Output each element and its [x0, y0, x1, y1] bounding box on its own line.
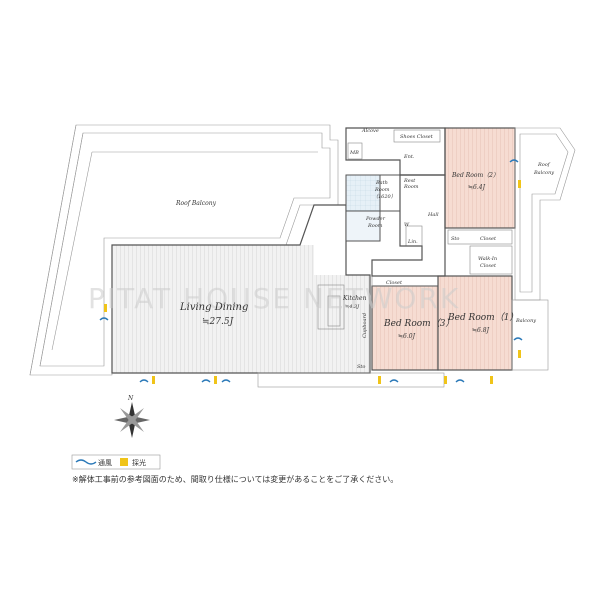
label-roof-balcony-right-1: Roof [537, 162, 551, 168]
label-rest-2: Room [403, 184, 419, 190]
powder-room [345, 210, 381, 242]
label-lin: Lin. [407, 239, 418, 245]
label-ent: Ent. [403, 154, 415, 160]
label-living-dining-size: ≒27.5J [202, 317, 235, 327]
roof-balcony-left [29, 124, 339, 376]
living-dining-floor [112, 245, 314, 373]
daylight-markers [104, 180, 521, 384]
closet-upper [447, 229, 513, 245]
legend-ventilation: 通風 [98, 458, 112, 467]
label-kitchen-size: ≒4.3J [345, 304, 360, 310]
label-sto-lower: Sto [357, 364, 365, 370]
label-mb: MB [349, 150, 359, 156]
label-roof-balcony-left: Roof Balcony [175, 200, 217, 207]
label-closet-mid: Closet [386, 280, 403, 286]
label-closet-upper: Closet [480, 236, 497, 242]
bedroom-1-floor [438, 276, 512, 370]
legend-daylight: 採光 [132, 458, 146, 467]
label-bedroom-1: Bed Room（1） [447, 312, 518, 323]
roof-balcony-right [514, 127, 576, 301]
label-living-dining: Living Dining [179, 302, 248, 313]
label-bedroom-3-size: ≒6.0J [398, 333, 416, 340]
kitchen-counter [317, 284, 345, 330]
balcony-right [511, 299, 549, 371]
compass-north-label: N [127, 395, 134, 402]
label-bedroom-1-size: ≒6.8J [472, 327, 490, 334]
living-dining-wall [111, 204, 371, 374]
label-bath-size: （1620） [373, 193, 396, 200]
label-sto-upper: Sto [451, 236, 459, 242]
disclaimer-note: ※解体工事前の参考図面のため、間取り仕様については変更があることをご了承ください… [72, 475, 399, 484]
label-kitchen: Kitchen [342, 295, 367, 302]
label-walk-in: Walk-In [478, 256, 497, 262]
label-w: W [404, 222, 410, 228]
compass-icon [114, 402, 150, 438]
kitchen-island [327, 295, 341, 327]
walk-in-closet [469, 245, 513, 275]
label-cupboard: Cupboard [362, 313, 368, 338]
kitchen-floor [314, 275, 370, 373]
label-rest: Rest [403, 178, 416, 184]
label-bath-2: Room [374, 187, 390, 193]
label-powder: Powder [365, 216, 386, 222]
legend: 通風 採光 [71, 454, 161, 470]
label-bedroom-2: Bed Room（2） [451, 171, 499, 179]
ventilation-legend-icon [75, 459, 97, 465]
label-walk-in-2: Closet [480, 263, 497, 269]
label-powder-2: Room [367, 223, 383, 229]
label-alcove: Alcove [361, 128, 379, 134]
label-hall: Hall [427, 212, 439, 218]
bedroom-2-floor [445, 128, 515, 228]
meter-box [347, 142, 363, 160]
balcony-strip [257, 372, 445, 388]
shoes-closet [393, 129, 441, 143]
label-bath: Bath [375, 180, 388, 186]
ventilation-markers [99, 159, 523, 383]
label-roof-balcony-right-2: Balcony [533, 170, 554, 176]
label-balcony: Balcony [515, 318, 536, 324]
label-bedroom-2-size: ≒6.4J [468, 184, 486, 191]
label-shoes-closet: Shoes Closet [400, 134, 434, 140]
bath-room [345, 174, 381, 212]
watermark: PITAT HOUSE NETWORK [88, 282, 460, 315]
hall-area [371, 174, 446, 277]
daylight-legend-icon [120, 458, 128, 466]
bedroom-3-floor [372, 286, 438, 370]
label-bedroom-3: Bed Room（3） [383, 318, 454, 329]
